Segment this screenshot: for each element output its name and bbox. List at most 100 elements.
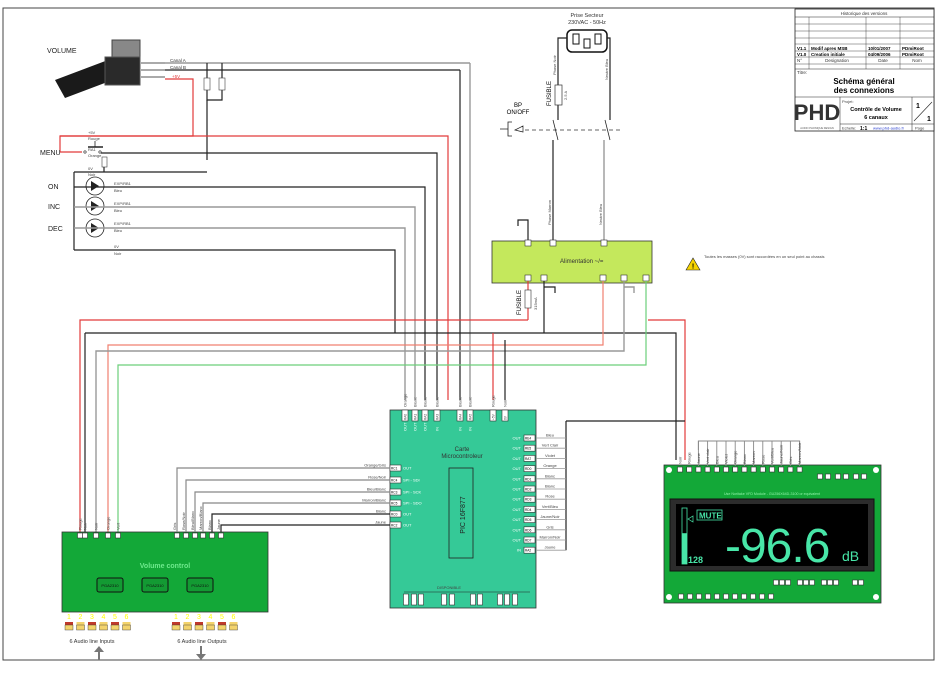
socket-spec: 230VAC - 50Hz [568, 20, 606, 26]
output-number: 6 [232, 614, 236, 621]
mcu-top-pin [466, 409, 474, 422]
output-jack-icon[interactable] [206, 622, 215, 625]
vfd-top-pin [686, 466, 693, 473]
mcu-right-pin [523, 485, 536, 493]
mcu-right-pin-name: RD2 [525, 488, 532, 492]
vfd-top-wire-label: Rose [760, 454, 765, 464]
mcu-top-pin [489, 409, 497, 422]
mcu-top-pin-name: RA1 [414, 414, 418, 420]
wire-bleu1-label: Bleu [114, 188, 122, 193]
phase-label: Phase Noir [552, 55, 557, 75]
volume-right-wire-label: Jaune [216, 518, 221, 530]
vfd-aux-pin [827, 579, 833, 586]
mcu-right-wire-label: Marron/Noir [539, 535, 561, 540]
mcu-top-pin-dir: OUT [413, 422, 418, 431]
vfd-top-pin [723, 466, 729, 473]
input-number: 5 [113, 614, 117, 621]
output-jack-icon[interactable] [218, 622, 226, 625]
vfd-top-wire-label: Jaune/Noir [779, 444, 784, 464]
version-date: 10/01/2007 [868, 46, 891, 51]
version-designation: Modif apres MSB [811, 46, 848, 51]
input-jack-icon[interactable] [122, 622, 131, 625]
volume-left-wire-label: Rouge [78, 517, 83, 530]
version-designation: Creation initiale [811, 52, 845, 57]
svg-text:!: ! [692, 264, 694, 271]
vfd-top-wire-label: Marron/Noir [797, 442, 802, 464]
version-name: PDmiRoot [902, 52, 924, 57]
mcu-top-wire-label: Blanc [413, 397, 418, 407]
input-jack-icon[interactable] [111, 622, 119, 625]
mcu-top-pin [411, 409, 419, 422]
mains-fuse-value: 2.5 A [563, 91, 568, 100]
mcu-left-pin-name: RC2 [391, 524, 398, 528]
col-date: Date [878, 58, 888, 63]
inputs-label: 6 Audio line Inputs [70, 639, 115, 645]
mcu-top-wire-label: Blanc [423, 397, 428, 407]
mcu-left-wire-label: Blanc [376, 509, 386, 514]
input-jack-icon[interactable] [88, 622, 96, 625]
mcu-left-pin-name: RC4 [391, 479, 398, 483]
mcu-right-pin-name: RD1 [525, 477, 532, 481]
mcu-right-pin-dir: OUT [513, 436, 522, 441]
input-jack-icon[interactable] [76, 622, 85, 625]
mcu-right-pin [523, 475, 536, 483]
pga-chip-label: PGA2310 [191, 583, 209, 588]
input-jack-icon[interactable] [99, 622, 108, 625]
mcu-spare-pin [497, 593, 503, 606]
input-number: 1 [67, 614, 71, 621]
output-jack-icon[interactable] [172, 622, 180, 625]
mcu-top-wire-label: Blanc [458, 397, 463, 407]
wire-noir-label: Noir [88, 172, 96, 177]
phd-logo-sub: AUDIO PHONIQUE DESIGN [800, 126, 834, 130]
output-jack-icon[interactable] [183, 622, 192, 625]
vfd-top-pin [741, 466, 748, 473]
vfd-top-wire-label: Gris [788, 457, 793, 464]
mcu-left-pin-func: OUT [403, 466, 412, 471]
mcu-top-pin-dir: IN [435, 427, 440, 431]
output-jack-icon[interactable] [229, 622, 238, 625]
mcu-right-pin-name: RD4 [525, 508, 532, 512]
mcu-left-wire-label: Marron/Blanc [362, 498, 386, 503]
mcu-left-wire-label: Jaune [375, 520, 387, 525]
psu-fuse-value: 315mA [533, 297, 538, 310]
wire-0v2-label: 0V [114, 244, 119, 249]
output-number: 2 [186, 614, 190, 621]
mcu-right-pin-dir: OUT [513, 527, 522, 532]
vfd-level-bar [682, 533, 687, 564]
vfd-top-pin [695, 466, 702, 473]
output-number: 1 [174, 614, 178, 621]
website-link[interactable]: www.phd-audio.fr [873, 126, 905, 131]
mcu-spare-pin [470, 593, 476, 606]
mcu-top-pin-dir: OUT [403, 422, 408, 431]
vfd-top-wire-label: Vert clair [705, 448, 710, 464]
mcu-left-pin-func: SPI - SDI [403, 478, 420, 483]
volume-left-pin [77, 532, 83, 539]
mcu-top-pin [433, 409, 441, 422]
input-number: 2 [79, 614, 83, 621]
volume-left-pin [93, 532, 99, 539]
mcu-right-pin-dir: OUT [513, 507, 522, 512]
warning-icon [685, 257, 701, 271]
mcu-right-pin [523, 455, 536, 462]
vfd-top-pin [704, 466, 711, 473]
vfd-bottom-pin [678, 593, 684, 600]
mcu-top-pin [501, 409, 509, 422]
volume-right-pin [218, 532, 224, 539]
mcu-right-pin-dir: OUT [513, 446, 522, 451]
vfd-top-pin [769, 466, 775, 473]
title-label: Titre: [797, 70, 807, 75]
version-num: V1.1 [797, 46, 807, 51]
output-jack-icon[interactable] [195, 622, 203, 625]
page-total: 1 [927, 116, 931, 123]
input-jack-icon[interactable] [65, 622, 73, 625]
vfd-bottom-pin [768, 593, 774, 600]
vfd-aux-pin [773, 579, 779, 586]
project-line1: Contrôle de Volume [850, 107, 902, 113]
psu-fuse-label: FUSIBLE [517, 290, 523, 315]
mcu-left-pin-name: RC5 [391, 502, 398, 506]
volume-right-pin [174, 532, 180, 539]
dec-label: DEC [48, 226, 63, 233]
wire-exp3-label: EXP/RB1 [114, 221, 132, 226]
volume-right-wire-label: Rose/Noir [181, 512, 186, 530]
